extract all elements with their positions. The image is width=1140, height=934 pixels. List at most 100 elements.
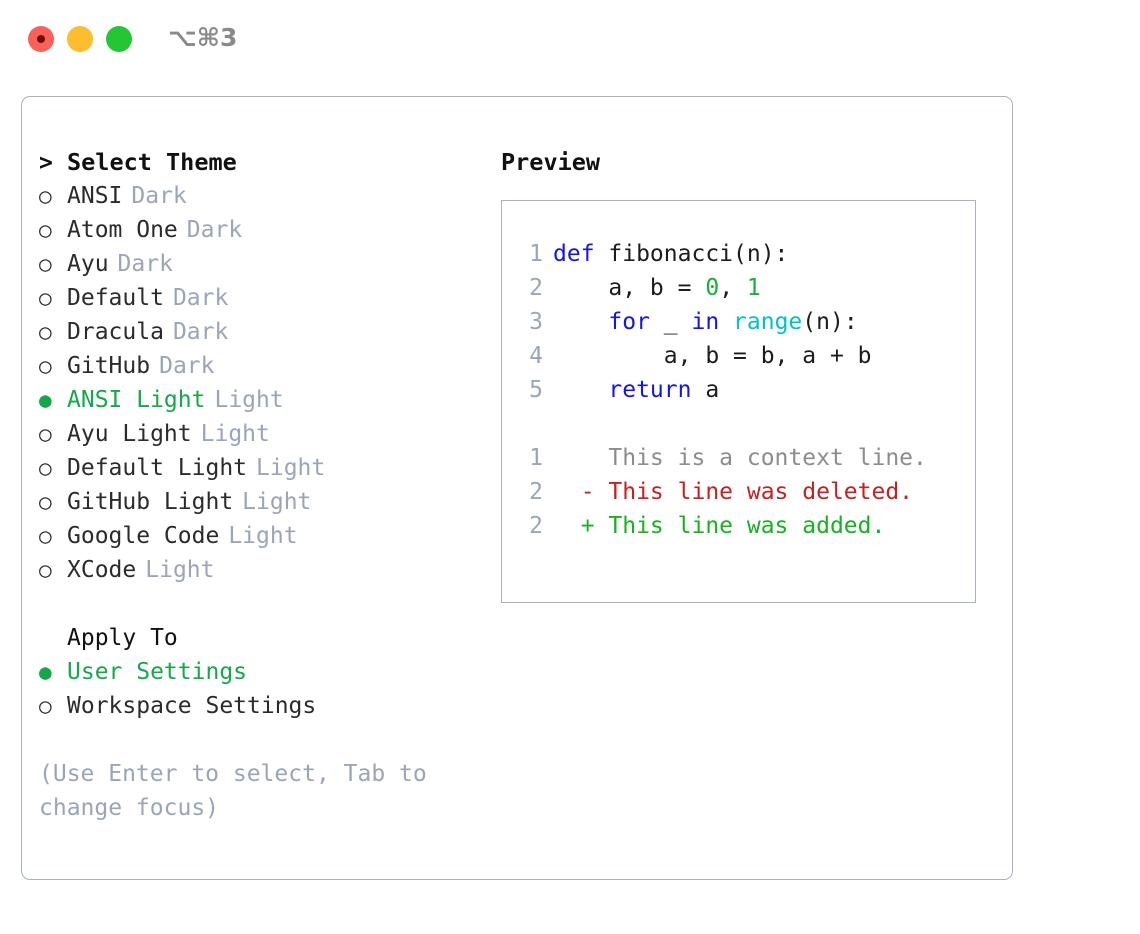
theme-variant-badge: Light <box>228 523 298 549</box>
theme-variant-badge: Light <box>145 557 215 583</box>
theme-list-item[interactable]: ○ Dracula Dark <box>39 315 489 349</box>
theme-list-item[interactable]: ○ Ayu Dark <box>39 247 489 281</box>
code-token <box>553 377 608 403</box>
theme-variant-badge: Light <box>200 421 270 447</box>
code-token <box>553 309 608 335</box>
line-number: 1 <box>529 241 543 267</box>
theme-name-label: GitHub Light <box>67 489 234 515</box>
apply-to-list: ● User Settings ○ Workspace Settings <box>39 655 489 723</box>
code-token: a, b = <box>553 275 706 301</box>
theme-name-label: Ayu <box>67 251 109 277</box>
theme-list-item[interactable]: ● ANSI Light Light <box>39 383 489 417</box>
theme-list-item[interactable]: ○ ANSI Dark <box>39 179 489 213</box>
radio-unselected-icon: ○ <box>39 286 52 310</box>
radio-selected-icon: ● <box>39 660 52 684</box>
apply-to-label: User Settings <box>67 659 248 685</box>
diff-text: - This line was deleted. <box>553 479 914 505</box>
code-token: a, b = b, a + b <box>553 343 872 369</box>
diff-line: 1 This is a context line. <box>502 441 975 475</box>
theme-name-label: Dracula <box>67 319 164 345</box>
diff-line: 2 + This line was added. <box>502 509 975 543</box>
theme-name-label: ANSI Light <box>67 387 206 413</box>
diff-text: This is a context line. <box>553 445 927 471</box>
line-number: 2 <box>529 479 543 505</box>
theme-variant-badge: Dark <box>172 285 229 311</box>
apply-to-heading-label: Apply To <box>67 625 178 651</box>
code-token: _ <box>649 309 692 335</box>
theme-list-item[interactable]: ○ GitHub Light Light <box>39 485 489 519</box>
theme-name-label: GitHub <box>67 353 151 379</box>
radio-unselected-icon: ○ <box>39 252 52 276</box>
diff-line: 2 - This line was deleted. <box>502 475 975 509</box>
theme-list-item[interactable]: ○ Default Dark <box>39 281 489 315</box>
preview-title: Preview <box>501 148 601 176</box>
code-line: 2 a, b = 0, 1 <box>502 271 975 305</box>
code-token: 1 <box>746 275 761 301</box>
theme-variant-badge: Dark <box>172 319 229 345</box>
list-spacer <box>39 587 489 621</box>
theme-selector-heading-label: Select Theme <box>67 148 237 176</box>
code-line: 4 a, b = b, a + b <box>502 339 975 373</box>
line-number: 5 <box>529 377 543 403</box>
theme-list-item[interactable]: ○ Google Code Light <box>39 519 489 553</box>
theme-variant-badge: Light <box>214 387 284 413</box>
radio-unselected-icon: ○ <box>39 354 52 378</box>
line-number: 2 <box>529 275 543 301</box>
theme-name-label: ANSI <box>67 183 123 209</box>
theme-variant-badge: Dark <box>131 183 187 209</box>
radio-unselected-icon: ○ <box>39 422 52 446</box>
theme-variant-badge: Dark <box>117 251 173 277</box>
apply-to-list-item[interactable]: ● User Settings <box>39 655 489 689</box>
apply-to-heading: ○Apply To <box>39 621 489 655</box>
minimize-button[interactable] <box>67 26 93 52</box>
keyboard-hint: (Use Enter to select, Tab to change focu… <box>39 761 427 821</box>
radio-selected-icon: ● <box>39 388 52 412</box>
line-number: 1 <box>529 445 543 471</box>
line-number: 4 <box>529 343 543 369</box>
diff-text: + This line was added. <box>553 513 886 539</box>
radio-unselected-icon: ○ <box>39 184 52 208</box>
code-token: 0 <box>705 275 720 301</box>
theme-variant-badge: Light <box>242 489 312 515</box>
code-line: 3 for _ in range(n): <box>502 305 975 339</box>
line-number: 3 <box>529 309 543 335</box>
radio-unselected-icon: ○ <box>39 490 52 514</box>
theme-name-label: Default <box>67 285 164 311</box>
close-button[interactable] <box>28 26 54 52</box>
code-token <box>719 309 733 335</box>
radio-unselected-icon: ○ <box>39 524 52 548</box>
apply-to-label: Workspace Settings <box>67 693 317 719</box>
code-token: def <box>553 241 609 267</box>
radio-unselected-icon: ○ <box>39 320 52 344</box>
apply-to-list-item[interactable]: ○ Workspace Settings <box>39 689 489 723</box>
code-token: for <box>608 309 650 335</box>
radio-unselected-icon: ○ <box>39 558 52 582</box>
code-diff-separator <box>502 407 975 441</box>
code-token: , <box>719 275 747 301</box>
theme-variant-badge: Light <box>256 455 326 481</box>
theme-list-item[interactable]: ○ Ayu Light Light <box>39 417 489 451</box>
code-token: return <box>608 377 692 403</box>
radio-unselected-icon: ○ <box>39 694 52 718</box>
apply-to-marker-placeholder: ○ <box>39 621 67 655</box>
theme-name-label: Google Code <box>67 523 220 549</box>
maximize-button[interactable] <box>106 26 132 52</box>
title-bar: ⌥⌘3 <box>0 0 1140 76</box>
theme-variant-badge: Dark <box>186 217 243 243</box>
radio-unselected-icon: ○ <box>39 456 52 480</box>
theme-selector-heading: >Select Theme <box>39 145 489 179</box>
traffic-light-group <box>28 26 132 52</box>
theme-name-label: Ayu Light <box>67 421 192 447</box>
radio-unselected-icon: ○ <box>39 218 52 242</box>
